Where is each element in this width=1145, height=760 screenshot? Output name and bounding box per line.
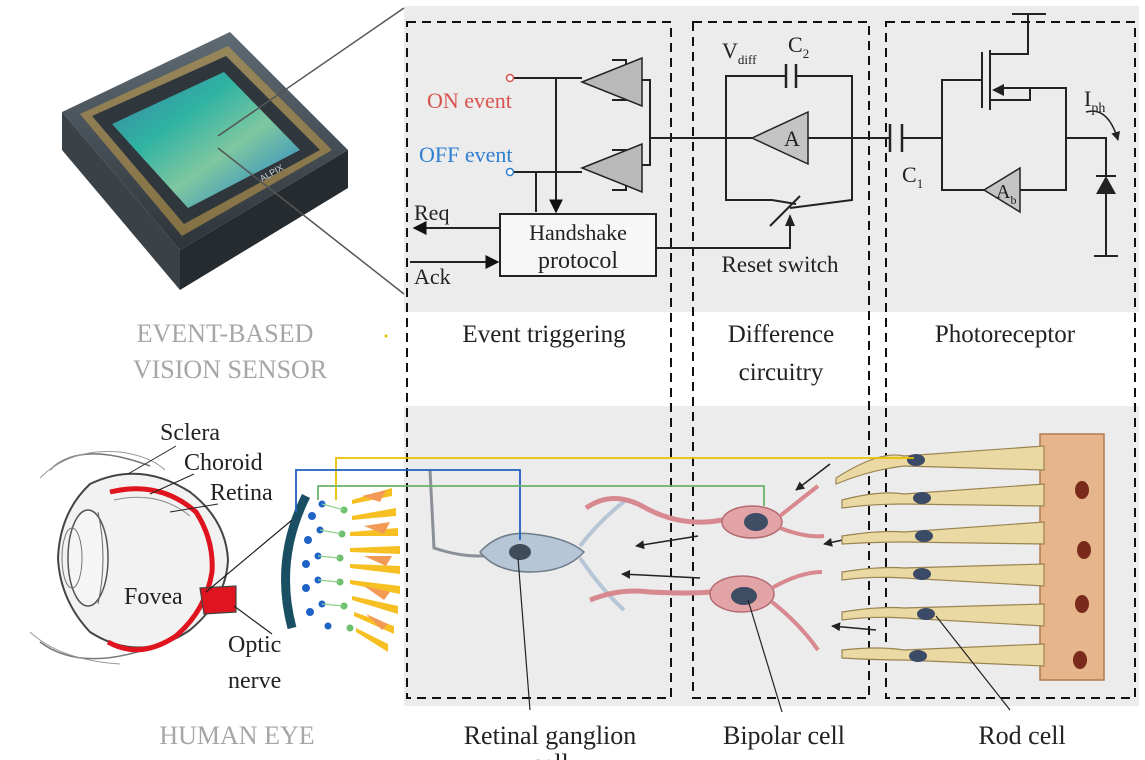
retina-cell-layers bbox=[302, 488, 400, 652]
ganglion-label-line1: Retinal ganglion bbox=[464, 721, 637, 750]
fovea-pointer bbox=[205, 519, 293, 593]
req-label: Req bbox=[414, 200, 449, 225]
difference-circuitry-box bbox=[692, 21, 870, 699]
handshake-line2: protocol bbox=[538, 248, 618, 274]
photoreceptor-label: Photoreceptor bbox=[935, 321, 1076, 348]
bipolar-pointer bbox=[747, 599, 783, 713]
on-comparator bbox=[579, 56, 643, 108]
reset-switch-label: Reset switch bbox=[722, 252, 839, 277]
bias-amplifier bbox=[982, 166, 1021, 214]
iph-arrow bbox=[1085, 110, 1121, 141]
on-event-label: ON event bbox=[427, 88, 512, 113]
fovea-label: Fovea bbox=[124, 584, 183, 610]
event-triggering-label: Event triggering bbox=[462, 321, 626, 348]
c2-label: C2 bbox=[788, 32, 809, 61]
chip-zoom-line-top bbox=[217, 7, 405, 137]
retina-pointer bbox=[169, 503, 219, 513]
ganglion-label-line2: cell bbox=[531, 749, 569, 760]
stray-dot bbox=[384, 334, 388, 338]
bipolar-label: Bipolar cell bbox=[723, 721, 845, 750]
ganglion-cell bbox=[428, 469, 628, 612]
difference-label-line2: circuitry bbox=[739, 359, 824, 386]
sclera-label: Sclera bbox=[160, 420, 220, 446]
iph-label: Iph bbox=[1084, 86, 1105, 116]
off-event-terminal bbox=[505, 167, 515, 177]
human-eye-caption: HUMAN EYE bbox=[159, 721, 314, 750]
vdiff-label: Vdiff bbox=[722, 38, 757, 67]
rod-cells bbox=[835, 433, 1105, 681]
difference-amplifier bbox=[750, 110, 809, 166]
difference-label-line1: Difference bbox=[728, 321, 834, 348]
sclera-pointer bbox=[127, 445, 177, 475]
connector-blue bbox=[295, 469, 521, 540]
amplifier-a-label: A bbox=[784, 126, 800, 151]
sensor-caption-line1: EVENT-BASED bbox=[137, 319, 314, 348]
bipolar-cells bbox=[584, 484, 825, 652]
optic-nerve-label-line1: Optic bbox=[228, 632, 281, 658]
optic-nerve-pointer bbox=[233, 605, 273, 635]
capacitor-c1 bbox=[888, 124, 904, 152]
retina-arc bbox=[281, 493, 311, 630]
choroid-pointer bbox=[149, 473, 195, 495]
handshake-protocol-box bbox=[499, 213, 657, 277]
off-event-label: OFF event bbox=[419, 142, 513, 167]
sensor-caption-line2: VISION SENSOR bbox=[133, 355, 328, 384]
eye-illustration bbox=[29, 451, 237, 665]
capacitor-c2 bbox=[784, 64, 798, 88]
c1-label: C1 bbox=[902, 162, 923, 191]
reset-switch bbox=[769, 195, 801, 227]
photoreceptor-box bbox=[885, 21, 1136, 699]
event-triggering-box bbox=[406, 21, 672, 699]
ganglion-pointer bbox=[517, 557, 531, 711]
off-comparator bbox=[579, 142, 643, 194]
sensor-chip-image: ALPIX bbox=[62, 32, 348, 290]
handshake-line1: Handshake bbox=[529, 220, 627, 245]
amplifier-ab-label: Ab bbox=[996, 181, 1016, 207]
optic-nerve-label-line2: nerve bbox=[228, 668, 281, 694]
rod-pointer bbox=[935, 615, 1011, 711]
retina-label: Retina bbox=[210, 480, 273, 506]
photodiode bbox=[1096, 176, 1116, 194]
transistor-arrow bbox=[992, 84, 1004, 96]
choroid-label: Choroid bbox=[184, 450, 263, 476]
circuit-wires bbox=[512, 13, 1118, 257]
rod-label: Rod cell bbox=[978, 721, 1065, 750]
on-event-terminal bbox=[505, 73, 515, 83]
ack-label: Ack bbox=[414, 264, 451, 289]
chip-zoom-line-bottom bbox=[217, 147, 405, 295]
connector-green bbox=[317, 485, 765, 506]
